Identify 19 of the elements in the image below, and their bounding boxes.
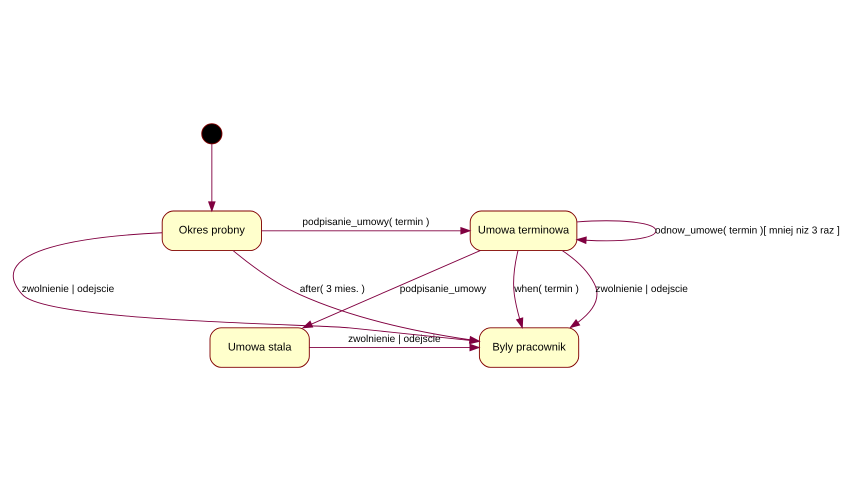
node-box: Umowa terminowa <box>470 210 578 251</box>
arrow <box>562 250 598 328</box>
node-box: Umowa stala <box>210 326 310 368</box>
edge-label: zwolnienie | odejscie <box>22 283 114 294</box>
arrow <box>308 343 481 351</box>
node-circle <box>201 122 222 144</box>
arrow <box>576 220 656 244</box>
edge-label: podpisanie_umowy <box>400 283 486 294</box>
edge-label: zwolnienie | odejscie <box>348 333 441 344</box>
arrow <box>302 250 481 328</box>
node-box: Byly pracownik <box>478 326 580 368</box>
arrow <box>208 143 216 212</box>
edge-label: after( 3 mies. ) <box>300 283 365 294</box>
arrow <box>261 226 472 234</box>
edge-label: podpisanie_umowy( termin ) <box>302 216 430 228</box>
edge-label: when( termin ) <box>514 283 579 294</box>
arrow <box>513 250 524 328</box>
edge-label: odnow_umowe( termin )[ mniej niz 3 raz ] <box>654 224 840 236</box>
node-box: Okres probny <box>162 210 262 251</box>
